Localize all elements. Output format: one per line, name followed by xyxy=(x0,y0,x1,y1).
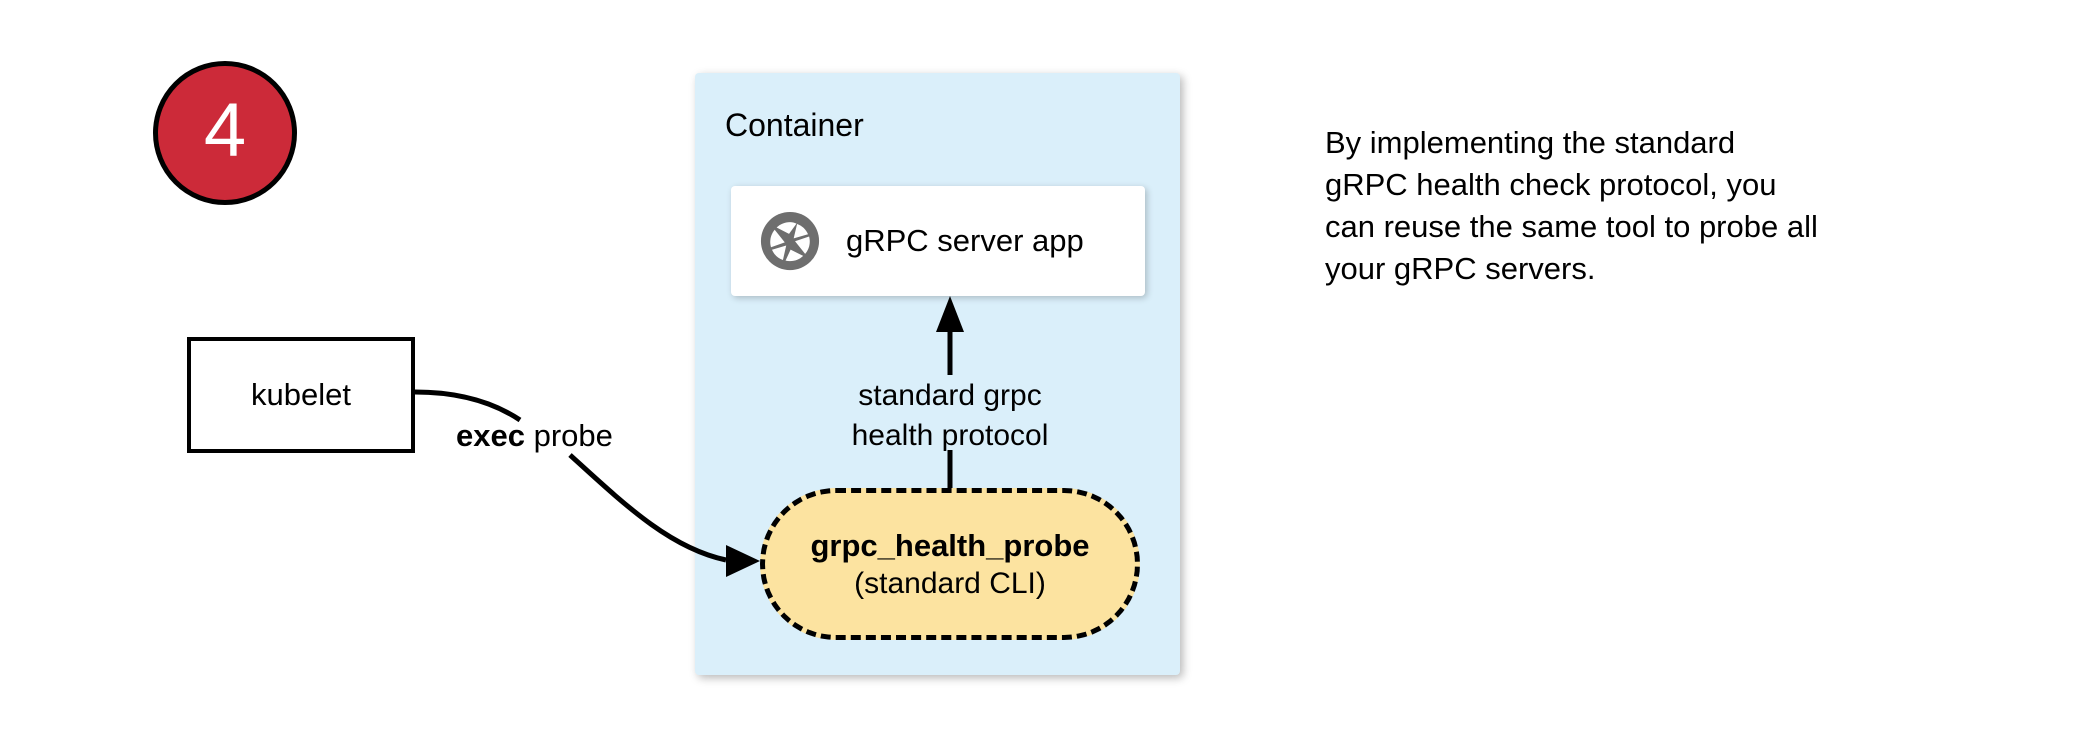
step-number-label: 4 xyxy=(203,88,247,173)
note-line-2: gRPC health check protocol, you xyxy=(1325,167,1777,202)
grpc-server-app-label: gRPC server app xyxy=(846,223,1084,258)
exec-probe-edge-label: exec probe xyxy=(456,417,613,454)
note-line-3: can reuse the same tool to probe all xyxy=(1325,209,1818,244)
exec-probe-edge-upper xyxy=(414,389,522,423)
exec-probe-bold-text: exec xyxy=(456,418,525,453)
protocol-label-line2: health protocol xyxy=(851,419,1049,452)
grpc-health-probe-subtitle: (standard CLI) xyxy=(854,566,1046,600)
protocol-edge-label: standard grpc health protocol xyxy=(840,376,1060,456)
container-title: Container xyxy=(725,107,864,143)
kubelet-node: kubelet xyxy=(187,337,415,453)
grpc-server-app-card: gRPC server app xyxy=(731,186,1145,296)
grpc-aperture-icon xyxy=(760,211,820,271)
explanatory-note: By implementing the standard gRPC health… xyxy=(1325,122,1905,290)
step-number-badge: 4 xyxy=(153,61,297,205)
protocol-label-line1: standard grpc xyxy=(858,379,1042,412)
kubelet-label: kubelet xyxy=(251,377,351,412)
note-line-1: By implementing the standard xyxy=(1325,125,1736,160)
exec-probe-rest-text: probe xyxy=(524,418,613,453)
grpc-health-probe-node: grpc_health_probe (standard CLI) xyxy=(760,488,1140,640)
grpc-health-probe-title: grpc_health_probe xyxy=(810,527,1090,563)
note-line-4: your gRPC servers. xyxy=(1325,251,1596,286)
